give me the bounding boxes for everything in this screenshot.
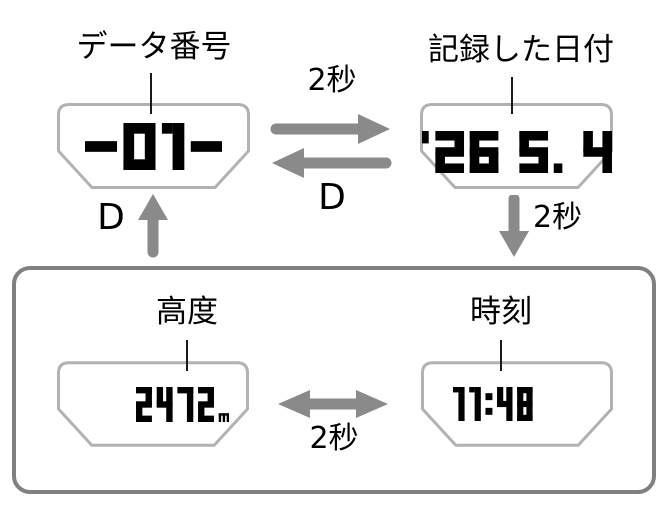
lcd-display-record-date — [420, 103, 613, 189]
lcd-digits — [453, 387, 533, 421]
lcd-digits — [135, 386, 229, 422]
lcd-value-time — [421, 361, 613, 447]
lcd-display-data-number — [57, 103, 250, 189]
display-outline — [420, 103, 613, 189]
recall-group-frame — [12, 266, 656, 494]
lcd-value-data-number — [57, 103, 250, 189]
leader-line-data-number — [150, 73, 152, 114]
lcd-digits — [84, 122, 223, 170]
time-label: 時刻 — [470, 294, 532, 330]
lcd-value-record-date — [420, 103, 613, 189]
down-hold-duration-label: 2秒 — [533, 200, 583, 235]
leader-line-altitude — [186, 340, 188, 371]
arrow-right-icon — [270, 114, 390, 144]
display-outline — [421, 361, 613, 447]
lcd-digits — [421, 131, 612, 173]
arrow-both-icon — [278, 390, 388, 418]
top-back-button-label: D — [318, 177, 346, 218]
arrow-down-icon — [499, 195, 529, 257]
up-button-label: D — [97, 197, 125, 238]
lcd-display-time — [421, 361, 613, 447]
leader-line-record-date — [511, 77, 513, 114]
arrow-up-icon — [138, 194, 168, 258]
display-outline — [57, 361, 249, 447]
top-hold-duration-label: 2秒 — [307, 63, 357, 98]
leader-line-time — [500, 340, 502, 371]
record-date-label: 記録した日付 — [428, 32, 614, 68]
lcd-value-altitude — [57, 361, 249, 447]
bottom-toggle-duration-label: 2秒 — [309, 421, 359, 456]
altitude-label: 高度 — [156, 294, 218, 330]
data-number-label: データ番号 — [76, 29, 232, 65]
arrow-left-icon — [272, 148, 392, 178]
lcd-display-altitude — [57, 361, 249, 447]
